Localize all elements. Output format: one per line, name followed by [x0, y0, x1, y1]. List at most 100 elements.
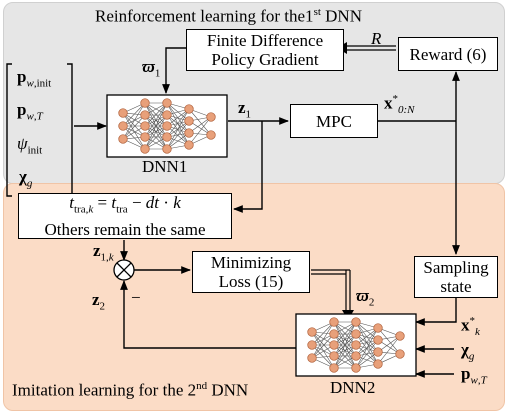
- nn-connection: [311, 321, 335, 359]
- nn-connection: [188, 116, 212, 146]
- nn-neuron: [307, 327, 317, 337]
- nn-connection: [122, 112, 146, 138]
- nn-neuron: [329, 363, 339, 373]
- update-note: Others remain the same: [44, 219, 206, 239]
- nn-neuron: [329, 351, 339, 361]
- input-psi-init: ψinit: [17, 134, 43, 157]
- dnn1-caption: DNN1: [142, 157, 188, 176]
- nn-neuron: [329, 340, 339, 350]
- sampling-state-box: Sampling state: [414, 256, 498, 298]
- nn-neuron: [206, 112, 216, 122]
- nn-connection: [122, 102, 146, 127]
- nn-neuron: [162, 98, 172, 108]
- update-equation: ttra,k = ttra − dt · k: [69, 193, 181, 216]
- nn-connection: [333, 321, 357, 369]
- signal-minus: −: [131, 288, 141, 307]
- signal-xk-star: x*k: [461, 315, 480, 339]
- signal-z2: z2: [92, 290, 106, 313]
- nn-neuron: [373, 323, 383, 333]
- nn-connection: [355, 333, 379, 353]
- input-chi-g: χg: [19, 167, 33, 190]
- nn-neuron: [351, 363, 361, 373]
- dnn2-network-graphic: [307, 317, 405, 373]
- nn-neuron: [162, 132, 172, 142]
- reward-box: Reward (6): [398, 37, 498, 71]
- nn-connection: [144, 102, 168, 138]
- nn-neuron: [118, 134, 128, 144]
- nn-connection: [377, 327, 401, 355]
- nn-neuron: [329, 317, 339, 327]
- nn-connection: [166, 120, 190, 150]
- nn-neuron: [118, 108, 128, 118]
- signal-chi-g-2: χg: [461, 340, 475, 363]
- fdpg-box: Finite Difference Policy Gradient: [186, 29, 344, 71]
- nn-connection: [122, 112, 146, 150]
- minloss-line2: Loss (15): [218, 272, 284, 291]
- nn-connection: [333, 321, 357, 346]
- signal-x-star: x*0:N: [384, 93, 415, 117]
- nn-connection: [144, 102, 168, 127]
- nn-connection: [311, 333, 335, 359]
- signal-varpi2: ϖ2: [356, 286, 375, 309]
- nn-connection: [311, 331, 335, 369]
- arrow-sampling-to-dnn2: [415, 298, 457, 326]
- nn-connection: [355, 327, 379, 369]
- nn-connection: [188, 108, 212, 136]
- nn-connection: [333, 344, 357, 369]
- nn-connection: [144, 102, 168, 150]
- nn-neuron: [140, 110, 150, 120]
- signal-z1k: z1,k: [93, 241, 114, 264]
- nn-connection: [122, 125, 146, 150]
- minimizing-loss-box: Minimizing Loss (15): [192, 251, 310, 293]
- nn-neuron: [307, 340, 317, 350]
- reward-label: Reward (6): [409, 44, 487, 64]
- nn-neuron: [140, 98, 150, 108]
- mpc-box: MPC: [290, 104, 378, 138]
- nn-neuron: [329, 329, 339, 339]
- nn-neuron: [395, 331, 405, 341]
- input-p-w-T: pw,T: [17, 100, 43, 123]
- nn-connection: [144, 114, 168, 150]
- nn-connection: [122, 102, 146, 140]
- nn-connection: [166, 108, 190, 150]
- nn-connection: [355, 333, 379, 365]
- summing-junction: [113, 259, 135, 281]
- fdpg-line2: Policy Gradient: [211, 50, 319, 69]
- nn-neuron: [118, 121, 128, 131]
- nn-neuron: [184, 140, 194, 150]
- nn-connection: [122, 114, 146, 140]
- sampling-line1: Sampling: [423, 258, 489, 277]
- nn-neuron: [162, 144, 172, 154]
- nn-neuron: [351, 340, 361, 350]
- nn-neuron: [373, 359, 383, 369]
- nn-neuron: [162, 110, 172, 120]
- dnn2-caption: DNN2: [330, 378, 376, 397]
- signal-p-w-T-2: pw,T: [461, 364, 487, 387]
- mpc-label: MPC: [316, 111, 352, 131]
- nn-connection: [333, 333, 357, 369]
- nn-neuron: [162, 121, 172, 131]
- nn-connection: [355, 339, 379, 369]
- il-region-title: Imitation learning for the 2nd DNN: [12, 380, 249, 400]
- nn-neuron: [351, 329, 361, 339]
- nn-neuron: [307, 353, 317, 363]
- rl-region-title: Reinforcement learning for the1st DNN: [95, 6, 362, 26]
- nn-neuron: [184, 116, 194, 126]
- fdpg-line1: Finite Difference: [206, 31, 324, 50]
- nn-neuron: [395, 349, 405, 359]
- nn-neuron: [140, 132, 150, 142]
- nn-connection: [355, 327, 379, 357]
- sampling-line2: state: [440, 277, 472, 296]
- nn-neuron: [373, 347, 383, 357]
- arrow-z1-to-update: [233, 121, 263, 213]
- arrow-dnn2-to-sum: [120, 280, 298, 349]
- nn-connection: [311, 321, 335, 346]
- nn-neuron: [140, 144, 150, 154]
- nn-connection: [166, 108, 190, 138]
- nn-connection: [333, 321, 357, 357]
- nn-connection: [144, 125, 168, 150]
- nn-connection: [311, 331, 335, 357]
- arrow-fdpg-to-dnn1: [162, 47, 186, 94]
